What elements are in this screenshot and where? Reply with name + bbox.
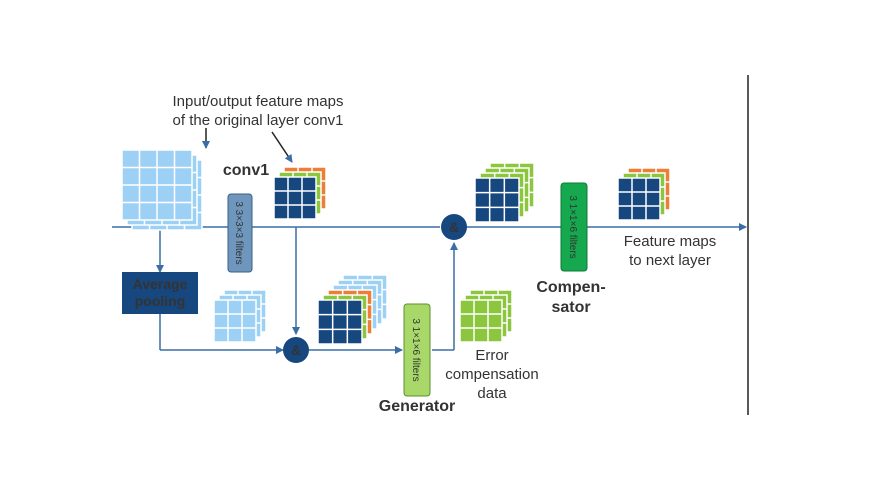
topcat-stack-layer-0 xyxy=(474,177,520,223)
conv1-label: conv1 xyxy=(223,162,269,179)
error-compensation-maps xyxy=(459,289,513,343)
bottom-concat-symbol: & xyxy=(291,342,301,358)
average-pooling-line2: pooling xyxy=(135,293,186,309)
top-concat-node: & xyxy=(441,214,467,240)
input-output-label-line1: Input/output feature maps xyxy=(173,93,344,110)
conv1-stack-layer-0 xyxy=(273,176,317,220)
concat-stack-layer-0 xyxy=(317,299,363,345)
feature-maps-label-line1: Feature maps xyxy=(624,233,717,250)
output-feature-maps xyxy=(617,167,671,221)
compensator-filter-label: 3 1×1×6 filters xyxy=(567,195,578,258)
top-concat-symbol: & xyxy=(449,219,459,235)
conv1-output-maps xyxy=(273,166,327,220)
output-stack-layer-0 xyxy=(617,177,661,221)
input-feature-maps xyxy=(121,149,203,231)
conv1-filter-box: 3 3×3×3 filters xyxy=(227,193,253,273)
error-stack-layer-0 xyxy=(459,299,503,343)
compensator-filter-box: 3 1×1×6 filters xyxy=(560,182,588,272)
average-pooling-line1: Average xyxy=(133,276,188,292)
top-concat-maps xyxy=(474,162,535,223)
generator-filter-label: 3 1×1×6 filters xyxy=(410,318,421,381)
bottom-concat-node: & xyxy=(283,337,309,363)
error-label-line1: Error xyxy=(475,347,508,364)
compensator-label-line2: sator xyxy=(551,299,590,316)
input-stack-layer-0 xyxy=(121,149,193,221)
feature-maps-label-line2: to next layer xyxy=(629,252,711,269)
input-output-label-line2: of the original layer conv1 xyxy=(173,112,344,129)
generator-label: Generator xyxy=(379,398,455,415)
label-pointer-right xyxy=(271,131,293,163)
generator-filter-box: 3 1×1×6 filters xyxy=(403,303,431,397)
pooled-feature-maps xyxy=(213,289,267,343)
average-pooling-box: Average pooling xyxy=(122,272,198,314)
error-label-line3: data xyxy=(477,385,507,402)
pooled-stack-layer-0 xyxy=(213,299,257,343)
error-label-line2: compensation xyxy=(445,366,538,383)
compensator-label-line1: Compen- xyxy=(536,279,605,296)
conv1-filter-label: 3 3×3×3 filters xyxy=(233,201,244,264)
concatenated-feature-maps xyxy=(317,274,388,345)
